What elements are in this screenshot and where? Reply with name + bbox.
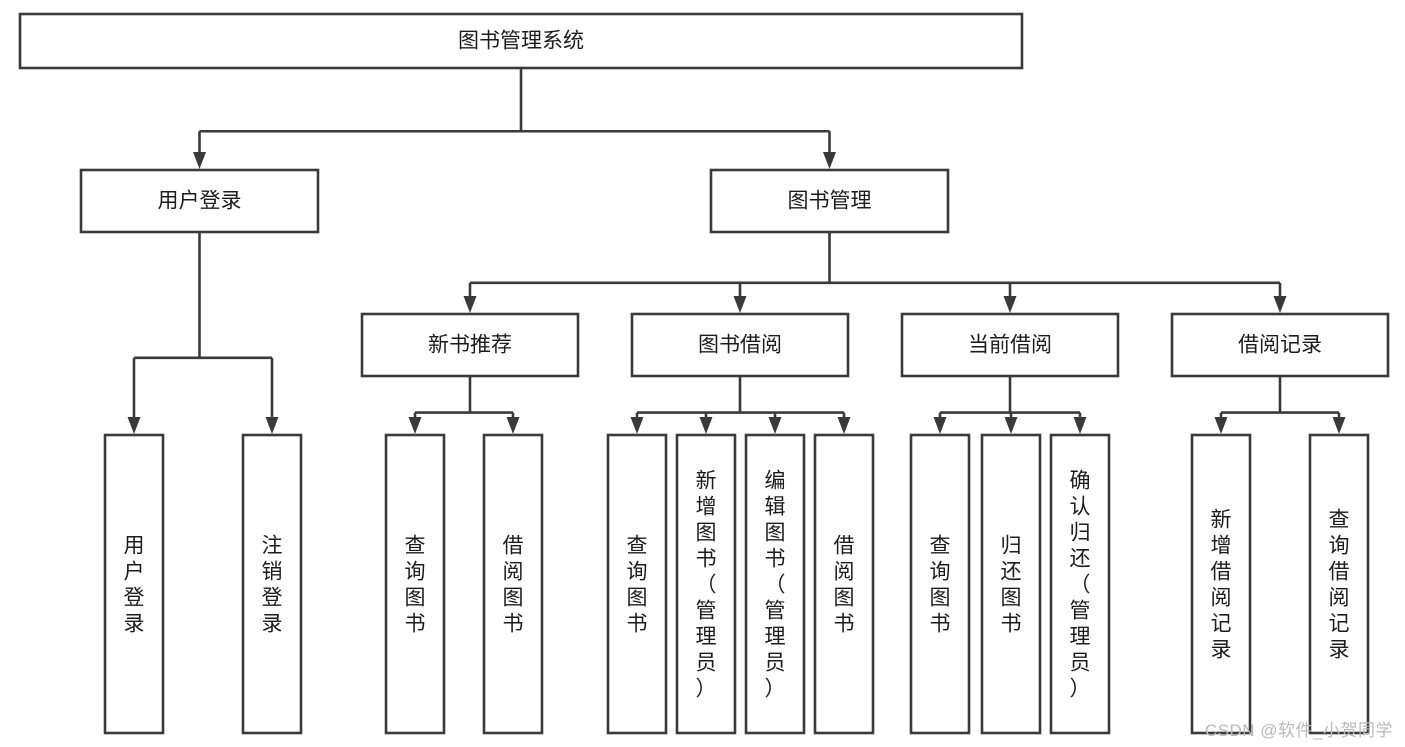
node-box[interactable] bbox=[18, 12, 1024, 70]
connector-layer bbox=[127, 68, 1346, 434]
node-l-edit-book[interactable]: 编辑图书（管理员） bbox=[744, 433, 806, 735]
node-label: 新增图书（管理员） bbox=[696, 469, 717, 700]
node-l-return-book[interactable]: 归还图书 bbox=[980, 433, 1042, 735]
node-l-confirm-return[interactable]: 确认归还（管理员） bbox=[1049, 433, 1111, 735]
node-box[interactable] bbox=[241, 433, 303, 735]
node-box[interactable] bbox=[606, 433, 668, 735]
node-box[interactable] bbox=[630, 312, 850, 378]
node-box[interactable] bbox=[813, 433, 875, 735]
node-label: 注销登录 bbox=[262, 534, 283, 635]
node-l-add-book[interactable]: 新增图书（管理员） bbox=[675, 433, 737, 735]
node-l-user-logout[interactable]: 注销登录 bbox=[241, 433, 303, 735]
node-box[interactable] bbox=[384, 433, 446, 735]
node-l-query-book-3[interactable]: 查询图书 bbox=[909, 433, 971, 735]
node-box[interactable] bbox=[1170, 312, 1390, 378]
node-box[interactable] bbox=[360, 312, 580, 378]
node-box[interactable] bbox=[744, 433, 806, 735]
node-label: 借阅图书 bbox=[503, 534, 524, 635]
node-box[interactable] bbox=[709, 168, 950, 234]
node-n-new-rec[interactable]: 新书推荐 bbox=[360, 312, 580, 378]
node-label: 确认归还（管理员） bbox=[1070, 469, 1091, 700]
node-box[interactable] bbox=[900, 312, 1120, 378]
node-box[interactable] bbox=[103, 433, 165, 735]
node-l-query-record[interactable]: 查询借阅记录 bbox=[1308, 433, 1370, 735]
node-n-record[interactable]: 借阅记录 bbox=[1170, 312, 1390, 378]
node-box[interactable] bbox=[980, 433, 1042, 735]
node-l-query-book-2[interactable]: 查询图书 bbox=[606, 433, 668, 735]
node-box[interactable] bbox=[79, 168, 320, 234]
node-label: 借阅记录 bbox=[1238, 334, 1322, 357]
node-l-add-record[interactable]: 新增借阅记录 bbox=[1190, 433, 1252, 735]
node-label: 图书借阅 bbox=[698, 334, 782, 357]
node-n-borrow[interactable]: 图书借阅 bbox=[630, 312, 850, 378]
node-label: 用户登录 bbox=[124, 534, 145, 635]
node-n-current[interactable]: 当前借阅 bbox=[900, 312, 1120, 378]
node-l-borrow-book-2[interactable]: 借阅图书 bbox=[813, 433, 875, 735]
node-label: 图书管理系统 bbox=[458, 30, 584, 53]
node-label: 借阅图书 bbox=[834, 534, 855, 635]
node-n-book-mgmt[interactable]: 图书管理 bbox=[709, 168, 950, 234]
node-label: 用户登录 bbox=[158, 190, 242, 213]
node-box[interactable] bbox=[1049, 433, 1111, 735]
node-label: 当前借阅 bbox=[968, 334, 1052, 357]
node-label: 查询图书 bbox=[627, 534, 648, 635]
node-label: 新增借阅记录 bbox=[1211, 508, 1232, 661]
node-label: 归还图书 bbox=[1001, 534, 1022, 635]
node-l-borrow-book-1[interactable]: 借阅图书 bbox=[482, 433, 544, 735]
node-label: 查询图书 bbox=[930, 534, 951, 635]
node-box[interactable] bbox=[1308, 433, 1370, 735]
node-layer: 图书管理系统用户登录图书管理新书推荐图书借阅当前借阅借阅记录用户登录注销登录查询… bbox=[18, 12, 1390, 735]
node-label: 查询借阅记录 bbox=[1329, 508, 1350, 661]
node-label: 图书管理 bbox=[788, 190, 872, 213]
node-l-user-login[interactable]: 用户登录 bbox=[103, 433, 165, 735]
node-box[interactable] bbox=[482, 433, 544, 735]
node-root[interactable]: 图书管理系统 bbox=[18, 12, 1024, 70]
node-box[interactable] bbox=[1190, 433, 1252, 735]
node-label: 编辑图书（管理员） bbox=[765, 469, 786, 700]
node-box[interactable] bbox=[909, 433, 971, 735]
node-box[interactable] bbox=[675, 433, 737, 735]
node-label: 查询图书 bbox=[405, 534, 426, 635]
node-n-user-login[interactable]: 用户登录 bbox=[79, 168, 320, 234]
node-l-query-book-1[interactable]: 查询图书 bbox=[384, 433, 446, 735]
node-label: 新书推荐 bbox=[428, 334, 512, 357]
watermark-label: CSDN @软件_小贺同学 bbox=[1204, 721, 1393, 740]
